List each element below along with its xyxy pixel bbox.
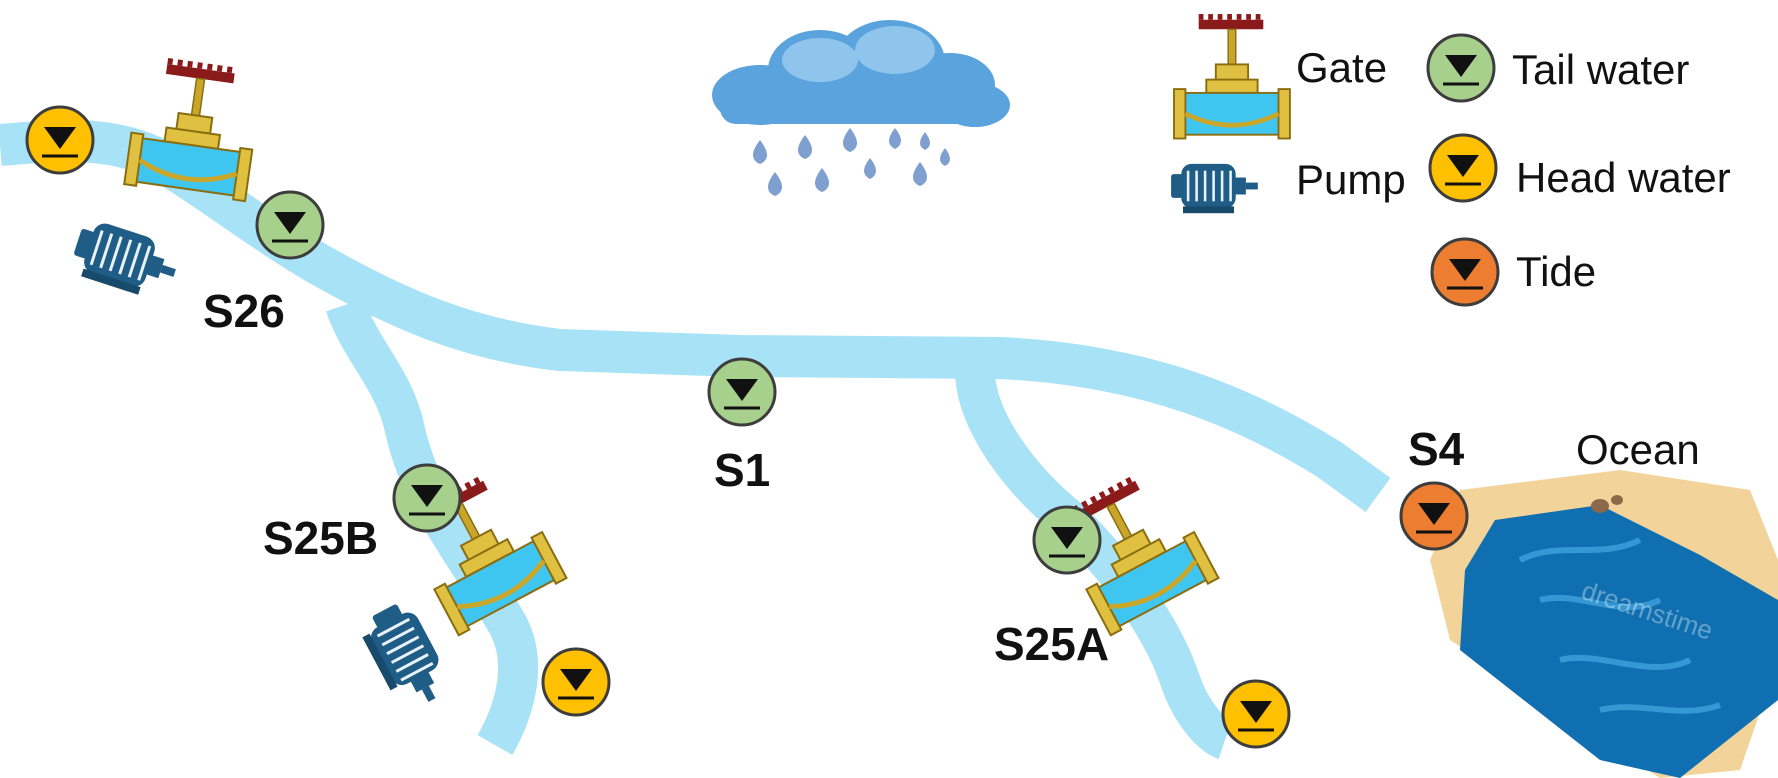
station-label-s1: S1 bbox=[714, 444, 770, 496]
tail-water-marker-s25b bbox=[392, 463, 462, 533]
legend-head-water: Head water bbox=[1428, 133, 1731, 203]
pump-s25b bbox=[354, 596, 457, 717]
station-label-s26: S26 bbox=[203, 285, 285, 337]
legend-gate-label: Gate bbox=[1296, 44, 1387, 91]
tide-marker-s4 bbox=[1399, 481, 1469, 551]
tail-water-marker-s1 bbox=[707, 357, 777, 427]
legend-tide: Tide bbox=[1430, 237, 1596, 307]
head-water-marker-s25b bbox=[541, 647, 611, 717]
legend-gate: Gate bbox=[1174, 14, 1387, 138]
station-label-s4: S4 bbox=[1408, 423, 1465, 475]
legend-tail-water: Tail water bbox=[1426, 33, 1689, 103]
river-network bbox=[0, 119, 1391, 759]
pump-motor-icon bbox=[1169, 162, 1260, 215]
tail-water-marker-s26 bbox=[255, 190, 325, 260]
legend: Gate Pump Tail water Head water bbox=[1169, 14, 1731, 307]
legend-pump-label: Pump bbox=[1296, 156, 1406, 203]
gate-valve-icon bbox=[1174, 14, 1290, 138]
station-label-s25a: S25A bbox=[994, 618, 1109, 670]
rain-cloud-icon bbox=[712, 20, 1010, 196]
legend-tide-label: Tide bbox=[1516, 248, 1596, 295]
ocean-area: dreamstime bbox=[1430, 470, 1778, 778]
station-label-s25b: S25B bbox=[263, 512, 378, 564]
tail-water-marker-s25a bbox=[1032, 505, 1102, 575]
pump-s26 bbox=[66, 215, 185, 305]
legend-head-water-label: Head water bbox=[1516, 154, 1731, 201]
head-water-marker-s25a bbox=[1221, 679, 1291, 749]
legend-pump: Pump bbox=[1169, 156, 1406, 215]
head-water-marker-s26 bbox=[25, 105, 95, 175]
ocean-label: Ocean bbox=[1576, 426, 1700, 473]
legend-tail-water-label: Tail water bbox=[1512, 46, 1689, 93]
gate-s26 bbox=[124, 54, 263, 201]
